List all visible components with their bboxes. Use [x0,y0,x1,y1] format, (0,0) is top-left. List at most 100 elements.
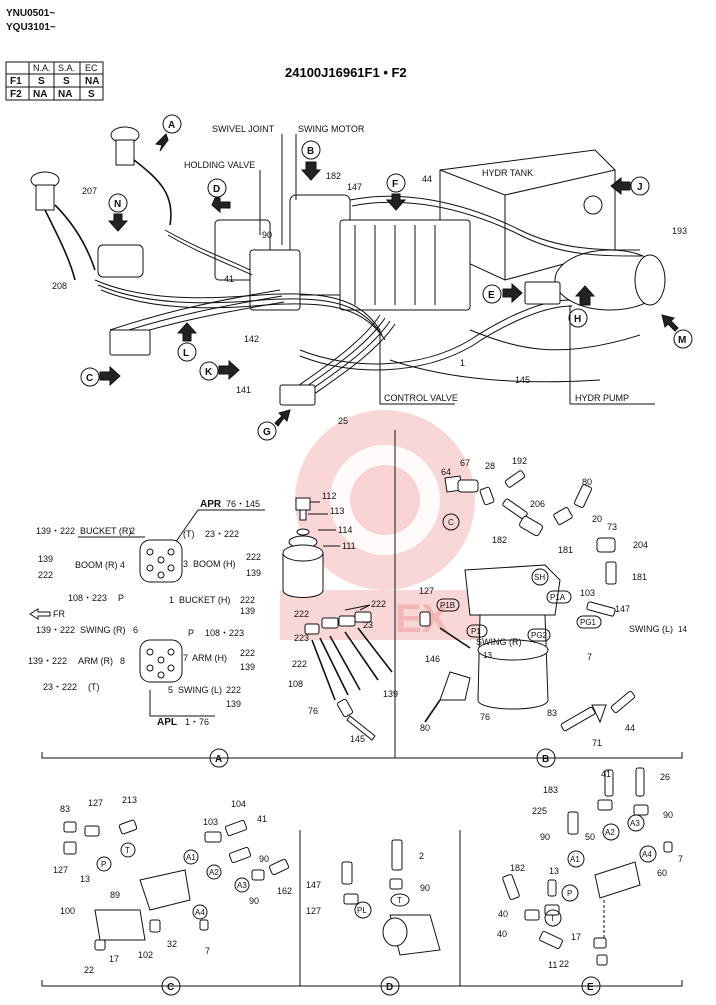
svg-text:C: C [86,373,93,384]
svg-text:7: 7 [205,946,210,956]
part-label: 141 [236,385,251,395]
detail-a: APR 76・145 139・222 BUCKET (R) 2 (T) 23・2… [28,491,398,744]
svg-text:60: 60 [657,868,667,878]
svg-text:127: 127 [88,798,103,808]
svg-text:23・222: 23・222 [205,529,239,539]
svg-text:139: 139 [240,606,255,616]
svg-text:222: 222 [246,552,261,562]
svg-text:145: 145 [350,734,365,744]
svg-text:108: 108 [288,679,303,689]
svg-text:139・222: 139・222 [36,526,75,536]
svg-text:E: E [587,982,594,993]
svg-text:7: 7 [587,652,592,662]
svg-text:90: 90 [249,896,259,906]
svg-text:76: 76 [480,712,490,722]
swivel-joint-body [249,249,301,311]
svg-text:139: 139 [246,568,261,578]
svg-text:PG1: PG1 [580,618,597,627]
svg-text:181: 181 [632,572,647,582]
svg-text:3: 3 [183,559,188,569]
part-label: 193 [672,226,687,236]
svg-text:222: 222 [240,595,255,605]
svg-text:7: 7 [678,854,683,864]
svg-text:P: P [188,628,194,638]
svg-text:44: 44 [625,723,635,733]
svg-text:D: D [386,982,393,993]
overview-labels: SWIVEL JOINT SWING MOTOR HOLDING VALVE H… [184,124,655,405]
svg-text:G: G [263,427,271,438]
svg-text:67: 67 [460,458,470,468]
svg-text:90: 90 [540,832,550,842]
svg-text:50: 50 [585,832,595,842]
view-d-callout: D [207,178,231,214]
svg-text:SWING (R): SWING (R) [476,637,522,647]
svg-text:28: 28 [485,461,495,471]
section-d-marker [380,976,400,996]
block-25 [279,384,316,406]
svg-text:SWING (R): SWING (R) [80,625,126,635]
part-label: 182 [326,171,341,181]
svg-text:8: 8 [120,656,125,666]
pilot-valve-n [97,244,144,278]
view-m-callout: M [661,314,693,349]
svg-text:71: 71 [592,738,602,748]
svg-text:222: 222 [240,648,255,658]
table-row-code: F2 [10,89,22,100]
svg-text:76: 76 [308,706,318,716]
control-lever-left [30,171,96,281]
svg-text:P: P [101,860,106,869]
swing-motor-top [464,564,561,616]
part-label: 44 [422,174,432,184]
svg-text:7: 7 [183,653,188,663]
svg-text:(T): (T) [88,682,100,692]
table-cell: S [63,76,70,87]
control-valve-body [339,219,471,311]
svg-text:80: 80 [420,723,430,733]
part-label: 207 [82,186,97,196]
svg-text:111: 111 [342,541,356,551]
detail-e: A1 A2 A3 A4 P T 41 26 183 90 225 50 90 7… [497,767,683,970]
svg-text:108・223: 108・223 [68,593,107,603]
hydr-tank [439,149,616,281]
applicability-table: N.A. S.A. EC F1 S S NA F2 NA NA S [5,61,104,101]
svg-text:17: 17 [109,954,119,964]
section-e-marker [581,976,601,996]
svg-text:13: 13 [549,866,559,876]
svg-text:C: C [448,518,454,527]
table-cell: NA [58,89,72,100]
view-c-callout: C [80,365,121,387]
svg-text:23: 23 [363,620,373,630]
svg-text:2: 2 [130,526,135,536]
svg-text:H: H [574,314,581,325]
view-h-callout: H [568,285,596,328]
view-e-callout: E [482,282,523,304]
svg-text:D: D [213,184,220,195]
svg-text:147: 147 [306,880,321,890]
svg-text:P: P [118,593,124,603]
svg-text:127: 127 [306,906,321,916]
svg-text:206: 206 [530,499,545,509]
svg-text:223: 223 [294,633,309,643]
apl-parts: 1・76 [185,717,209,727]
svg-text:SWING (L): SWING (L) [178,685,222,695]
svg-text:80: 80 [582,477,592,487]
svg-text:B: B [542,754,549,765]
apr-label: APR [200,499,222,510]
svg-text:147: 147 [615,604,630,614]
svg-text:6: 6 [133,625,138,635]
svg-text:64: 64 [441,467,451,477]
part-label: 25 [338,416,348,426]
svg-text:90: 90 [420,883,430,893]
svg-text:181: 181 [558,545,573,555]
svg-text:J: J [637,182,643,193]
svg-text:104: 104 [231,799,246,809]
part-label: 208 [52,281,67,291]
svg-text:C: C [167,982,174,993]
svg-text:P1: P1 [471,627,481,636]
table-cell: S [88,89,95,100]
svg-text:20: 20 [592,514,602,524]
svg-text:103: 103 [580,588,595,598]
label-holding-valve: HOLDING VALVE [184,160,255,170]
svg-text:2: 2 [419,851,424,861]
